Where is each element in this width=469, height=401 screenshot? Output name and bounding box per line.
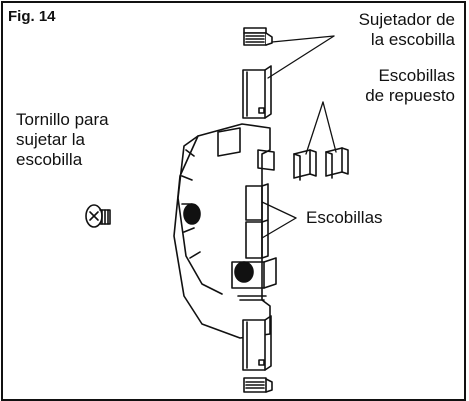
brush-housing xyxy=(173,123,277,339)
screw xyxy=(85,204,111,228)
leader-brushes-lower xyxy=(261,217,297,239)
spare-brush-1 xyxy=(293,149,317,181)
label-screw: Tornillo para sujetar la escobilla xyxy=(16,110,109,170)
label-spare-brushes-line-1: Escobillas xyxy=(378,66,455,85)
leader-holder-to-cap xyxy=(271,35,335,43)
brush-holder-cap-bottom xyxy=(243,377,273,393)
label-brush-holder: Sujetador de la escobilla xyxy=(359,10,455,50)
label-brushes: Escobillas xyxy=(306,208,383,227)
leader-lines xyxy=(261,35,337,239)
label-brush-holder-line-1: Sujetador de xyxy=(358,10,455,29)
label-screw-line-2: sujetar la xyxy=(16,130,85,149)
label-spare-brushes: Escobillas de repuesto xyxy=(365,66,455,106)
brush-bottom xyxy=(242,315,272,371)
spare-brush-2 xyxy=(325,147,349,179)
leader-holder-to-brush xyxy=(267,35,335,79)
figure-title: Fig. 14 xyxy=(8,8,56,25)
label-spare-brushes-line-2: de repuesto xyxy=(365,86,455,105)
label-brush-holder-line-2: la escobilla xyxy=(370,30,455,49)
leader-brushes-upper xyxy=(261,201,297,219)
leader-spare-2 xyxy=(322,101,337,153)
brush-top xyxy=(242,65,272,119)
brush-holder-cap-top xyxy=(243,27,273,46)
label-screw-line-3: escobilla xyxy=(16,150,83,169)
label-screw-line-1: Tornillo para xyxy=(16,110,109,129)
leader-spare-1 xyxy=(305,101,324,155)
